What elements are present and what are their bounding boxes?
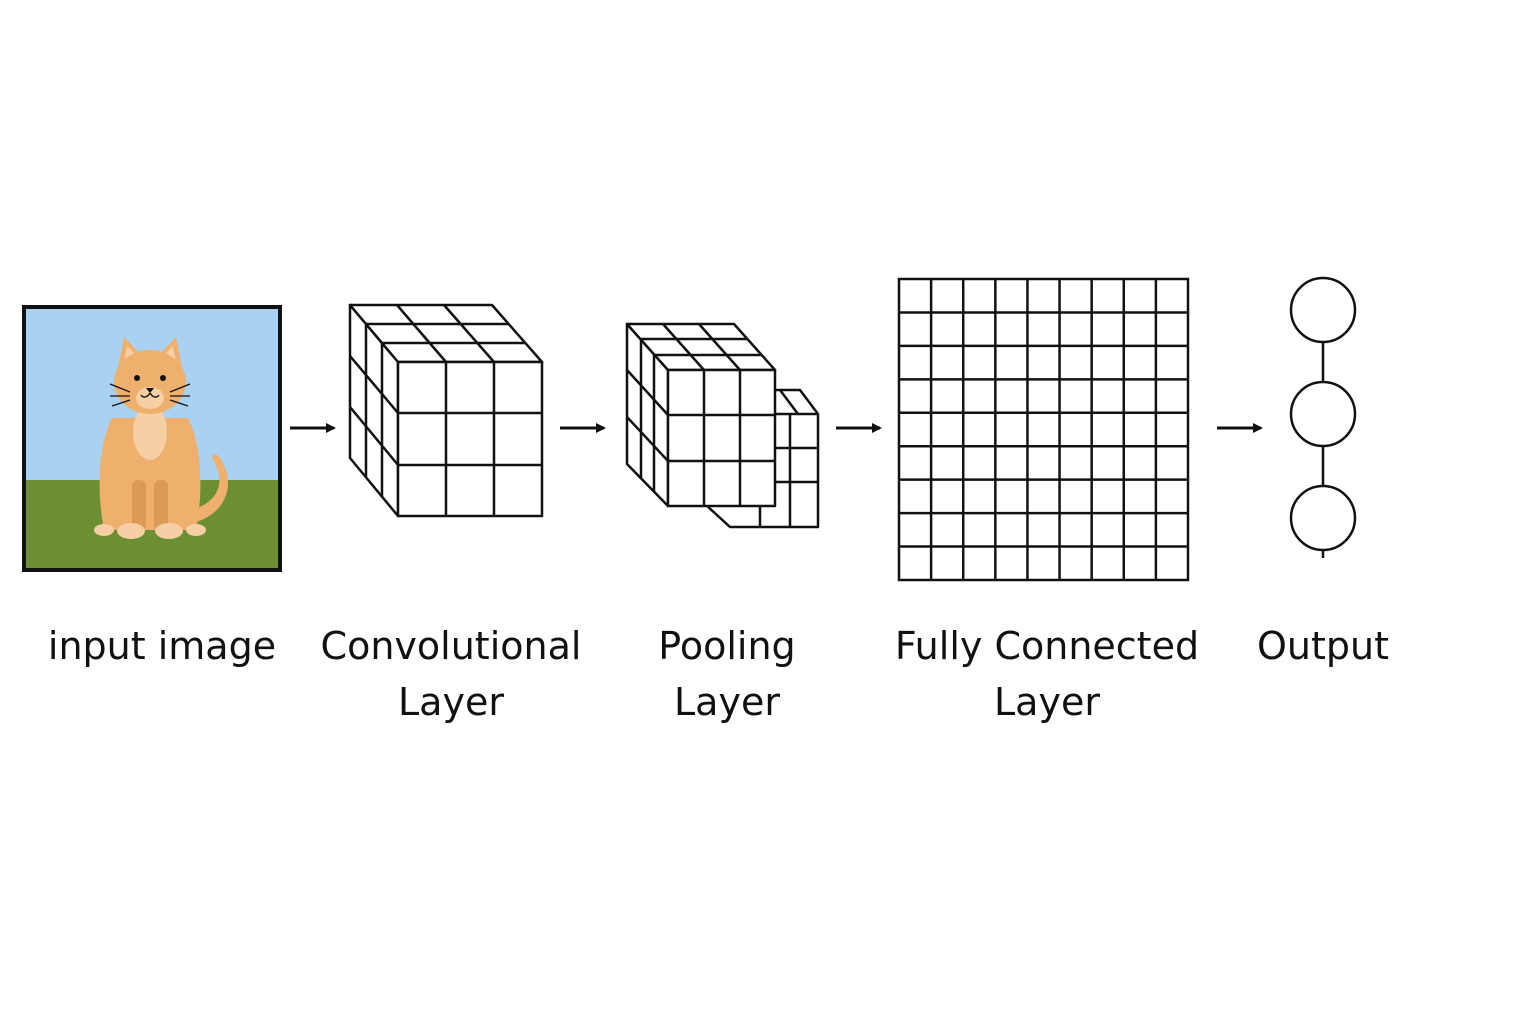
label-conv-line-2: Layer: [398, 680, 504, 724]
fc-grid-icon: [897, 277, 1190, 582]
cat-icon: [94, 337, 228, 539]
label-pool-line-1: Pooling: [658, 624, 796, 668]
label-fc-line-1: Fully Connected: [894, 624, 1200, 668]
label-fc-line-2: Layer: [994, 680, 1100, 724]
fc-grid-border: [897, 277, 1190, 582]
input-image: [22, 305, 282, 572]
label-conv-line-1: Convolutional: [320, 624, 582, 668]
output-node-3: [1289, 484, 1357, 552]
label-conv: Convolutional Layer: [306, 618, 596, 730]
output-node-1: [1289, 276, 1357, 344]
label-pool-line-2: Layer: [674, 680, 780, 724]
label-input: input image: [22, 618, 302, 674]
output-node-2: [1289, 380, 1357, 448]
label-output: Output: [1233, 618, 1413, 674]
label-fc: Fully Connected Layer: [872, 618, 1222, 730]
output-nodes-icon: [1289, 276, 1357, 558]
label-pool: Pooling Layer: [602, 618, 852, 730]
label-output-line-1: Output: [1257, 624, 1389, 668]
input-image-frame: [22, 305, 282, 572]
conv-cube-icon: [348, 303, 544, 518]
pool-cube-icon: [625, 322, 820, 529]
label-input-line-1: input image: [47, 624, 277, 668]
